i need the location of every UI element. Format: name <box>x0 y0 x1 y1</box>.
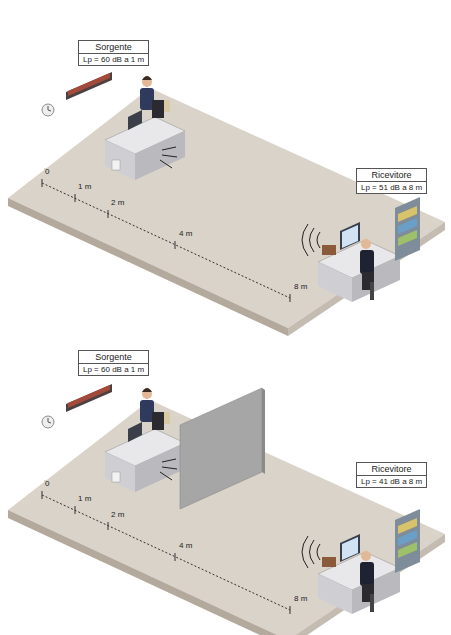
sign-box: SorgenteLp = 60 dB a 1 m <box>78 350 149 376</box>
sign-box: RicevitoreLp = 41 dB a 8 m <box>356 462 427 488</box>
distance-label: 0 <box>44 480 50 489</box>
sound-level: Lp = 41 dB a 8 m <box>357 476 426 487</box>
distance-label: 0 <box>44 168 50 177</box>
sign-box: RicevitoreLp = 51 dB a 8 m <box>356 168 427 194</box>
role-heading: Ricevitore <box>357 169 426 182</box>
distance-label: 2 m <box>110 199 125 208</box>
distance-label: 8 m <box>293 283 308 292</box>
distance-label: 4 m <box>178 542 193 551</box>
role-heading: Sorgente <box>79 351 148 364</box>
sound-level: Lp = 51 dB a 8 m <box>357 182 426 193</box>
distance-label: 1 m <box>77 495 92 504</box>
sound-level: Lp = 60 dB a 1 m <box>79 54 148 65</box>
distance-label: 8 m <box>293 595 308 604</box>
sign-box: SorgenteLp = 60 dB a 1 m <box>78 40 149 66</box>
role-heading: Sorgente <box>79 41 148 54</box>
sound-level: Lp = 60 dB a 1 m <box>79 364 148 375</box>
distance-label: 2 m <box>110 511 125 520</box>
distance-label: 1 m <box>77 183 92 192</box>
distance-label: 4 m <box>178 230 193 239</box>
role-heading: Ricevitore <box>357 463 426 476</box>
